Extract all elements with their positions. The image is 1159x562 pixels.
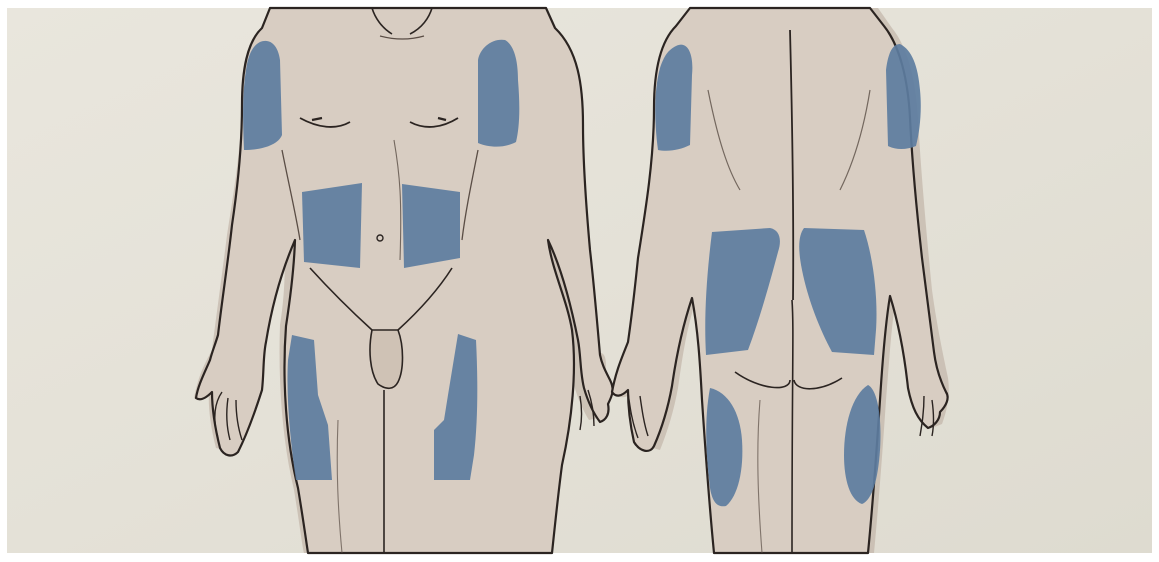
region-upper-arm-left [478,40,519,147]
region-upper-arm-right [243,41,282,150]
region-abdomen-left [402,184,460,268]
region-abdomen-right [302,183,362,268]
